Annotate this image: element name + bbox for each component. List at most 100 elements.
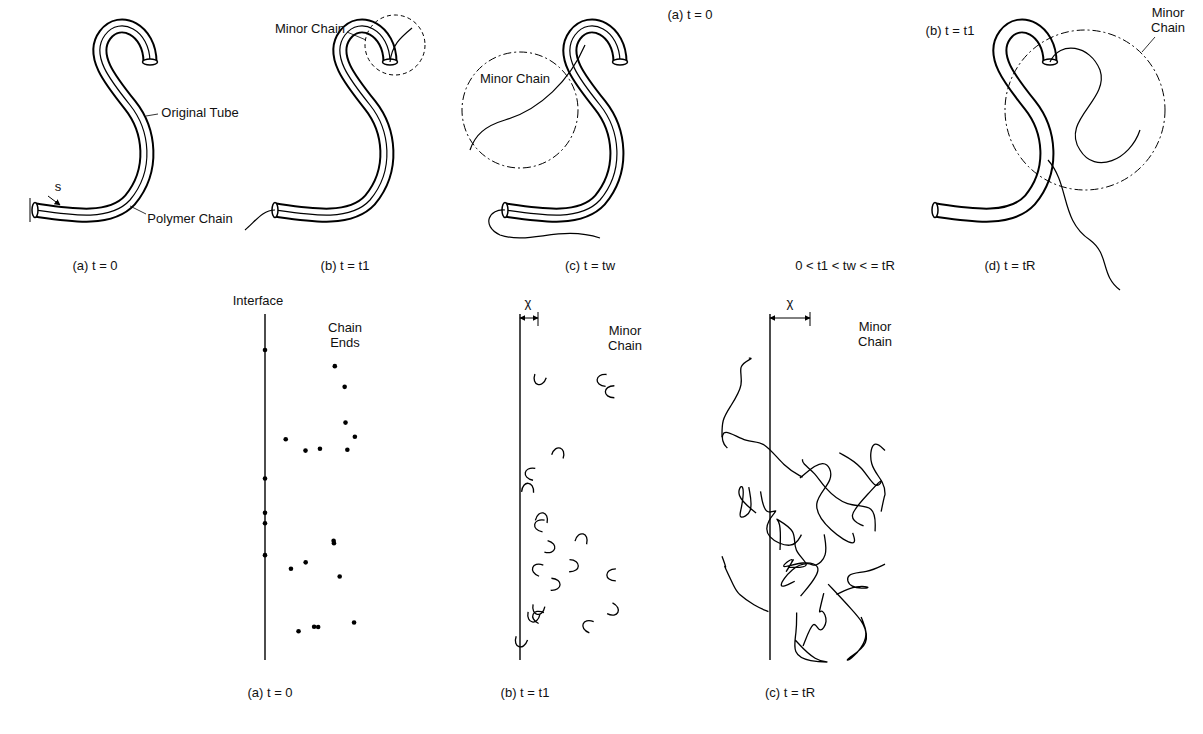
chain-end-dot [303, 448, 308, 453]
leader-line [146, 114, 158, 116]
chain-end-dot [312, 624, 317, 629]
chain-end-dot [263, 511, 268, 516]
polymer-chain [35, 26, 150, 215]
entangled-chain [784, 559, 818, 596]
chain-end-dot [332, 541, 337, 546]
tube-end [32, 203, 38, 218]
minor-chain [552, 446, 566, 458]
tube-wall [935, 26, 1050, 215]
entangled-chain [722, 358, 751, 437]
tube-bore [935, 26, 1050, 215]
label-text: Original Tube [161, 105, 238, 120]
entangled-chain [781, 534, 826, 586]
label-text: Minor Chain [480, 71, 550, 86]
minor-chain-region [365, 15, 425, 75]
tube [932, 26, 1058, 218]
chain-end-dot [353, 434, 358, 439]
label-text: χ [525, 295, 532, 310]
minor-chain-region [1005, 30, 1165, 190]
label-text: (c) t = tw [565, 258, 615, 273]
minor-chain [607, 569, 616, 581]
tube-wall [505, 26, 620, 215]
interface-line [769, 314, 770, 660]
label-text: (d) t = tR [985, 258, 1036, 273]
chain-end-dot [263, 553, 268, 558]
tube-end [613, 59, 628, 65]
entangled-chain [722, 432, 802, 477]
label-text: Minor Chain [275, 21, 345, 36]
tube [272, 26, 398, 218]
chain-end-dot [283, 437, 288, 442]
minor-chain [581, 618, 594, 632]
chain-end-dot [343, 420, 348, 425]
chain-line [1050, 48, 1140, 163]
chain-line [245, 210, 275, 230]
label-text: (b) t = t1 [501, 685, 550, 700]
label-text: (a) t = 0 [667, 7, 712, 22]
tube-wall [275, 26, 390, 215]
entangled-chain [836, 564, 885, 594]
minor-chain [524, 467, 535, 480]
minor-chain [544, 541, 556, 555]
s-origin-mark [30, 198, 31, 222]
chain-end-dot [296, 629, 301, 634]
chain-end-dot [342, 385, 347, 390]
interface-line [264, 314, 265, 660]
chain-line [390, 28, 412, 62]
label-text: s [55, 179, 62, 194]
minor-chain-region [462, 52, 578, 168]
chain-end-dot [352, 620, 357, 625]
label-text: Polymer Chain [147, 211, 232, 226]
minor-chain [551, 578, 561, 591]
minor-chain [569, 560, 578, 572]
leader-line [1142, 37, 1155, 52]
entangled-chain [871, 444, 885, 511]
chain-end-dot [318, 446, 323, 451]
label-text: (b) t = t1 [321, 258, 370, 273]
tube-bore [275, 26, 390, 215]
tube-bore [35, 26, 150, 215]
minor-chain [607, 603, 620, 618]
dimension-tick [810, 312, 811, 326]
entangled-chain [839, 453, 881, 526]
minor-chain [534, 518, 545, 531]
entangled-chain [802, 459, 875, 531]
chain-line [470, 45, 585, 150]
minor-chain [531, 604, 545, 615]
label-text: Interface [233, 293, 284, 308]
chain-end-dot [345, 447, 350, 452]
dimension-tick [538, 312, 539, 326]
entangled-chain [803, 593, 826, 646]
minor-chain [532, 374, 546, 386]
label-text: χ [787, 295, 794, 310]
tube-end [143, 59, 158, 65]
tube [502, 26, 628, 218]
chain-end-dot [303, 560, 308, 565]
minor-chain [605, 386, 614, 398]
minor-chain [597, 374, 607, 387]
tube-end [932, 203, 938, 218]
label-text: Minor Chain [1147, 5, 1189, 35]
chain-end-dot [333, 364, 338, 369]
label-text: Minor Chain [603, 323, 648, 353]
entangled-chain [828, 584, 866, 660]
chain-end-dot [263, 476, 268, 481]
label-text: (c) t = tR [765, 685, 815, 700]
tube [32, 26, 158, 218]
dimension-arrow [770, 318, 810, 319]
chain-end-dot [337, 574, 342, 579]
label-text: (a) t = 0 [247, 685, 292, 700]
minor-chain [531, 609, 544, 624]
s-arrow [48, 196, 60, 205]
minor-chain [575, 532, 589, 544]
minor-chain [531, 562, 544, 576]
entangled-chain [795, 612, 827, 662]
entangled-chain [739, 487, 756, 518]
tube-wall [35, 26, 150, 215]
label-text: (b) t = t1 [926, 23, 975, 38]
minor-chain [513, 636, 527, 648]
tube-bore [505, 26, 620, 215]
polymer-chain [505, 26, 620, 215]
label-text: (a) t = 0 [72, 258, 117, 273]
dimension-arrow [520, 318, 538, 319]
